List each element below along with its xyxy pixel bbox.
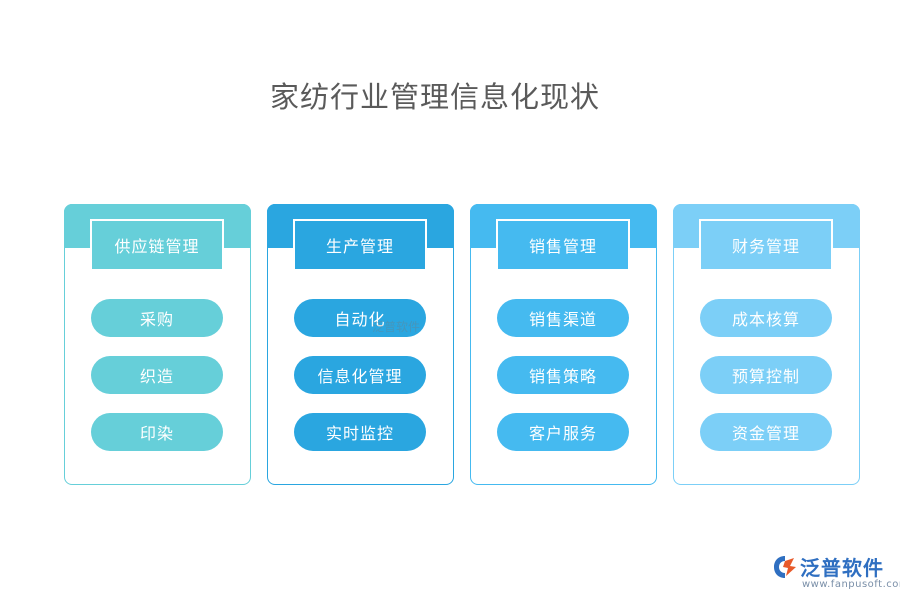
card-finance: 财务管理 成本核算 预算控制 资金管理 [672,203,860,485]
item-pill: 预算控制 [700,356,832,394]
card-production: 生产管理 自动化 信息化管理 实时监控 [266,203,454,485]
category-cards: 供应链管理 采购 织造 印染 生产管理 自动化 信息化管理 实时监控 销售管理 … [63,203,860,486]
item-pill: 资金管理 [700,413,832,451]
page-title: 家纺行业管理信息化现状 [269,80,600,114]
item-pill: 织造 [91,356,223,394]
item-pill: 实时监控 [294,413,426,451]
item-pill: 自动化 [294,299,426,337]
card-header: 生产管理 [293,219,427,271]
card-supply-chain: 供应链管理 采购 织造 印染 [63,203,251,485]
item-pill: 成本核算 [700,299,832,337]
item-pill: 信息化管理 [294,356,426,394]
brand-logo: 泛普软件 www.fanpusoft.com [772,552,900,596]
item-pill: 印染 [91,413,223,451]
brand-name: 泛普软件 [800,556,884,580]
card-sales: 销售管理 销售渠道 销售策略 客户服务 [469,203,657,485]
item-pill: 销售渠道 [497,299,629,337]
item-pill: 销售策略 [497,356,629,394]
card-header: 销售管理 [496,219,630,271]
card-header: 财务管理 [699,219,833,271]
item-pill: 客户服务 [497,413,629,451]
card-header: 供应链管理 [90,219,224,271]
brand-url: www.fanpusoft.com [802,579,900,590]
item-pill: 采购 [91,299,223,337]
fanpu-logo-icon [774,556,796,578]
